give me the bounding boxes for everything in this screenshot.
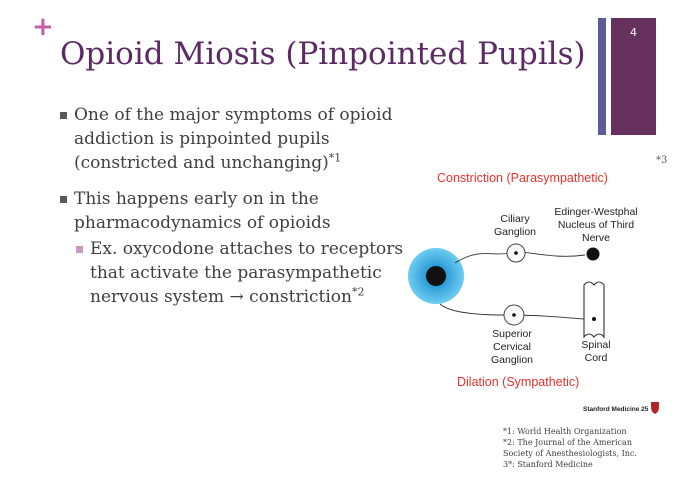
ew-label-1: Edinger-Westphal <box>554 206 637 218</box>
subbullet-text: Ex. oxycodone attaches to receptors that… <box>90 239 404 307</box>
subbullet-oxycodone: Ex. oxycodone attaches to receptors that… <box>76 237 410 309</box>
footnote-mark-1: *1 <box>328 151 342 165</box>
superior-label-3: Ganglion <box>491 354 533 366</box>
references-list: *1: World Health Organization *2: The Jo… <box>503 426 637 470</box>
accent-bar-thick <box>611 18 656 135</box>
arrow-right-icon: → <box>229 287 244 307</box>
page-number: 4 <box>630 26 637 39</box>
spinal-label-2: Cord <box>585 352 608 364</box>
ew-label-3: Nerve <box>582 232 610 244</box>
slide-title: Opioid Miosis (Pinpointed Pupils) <box>60 36 586 72</box>
spinal-cord-dot <box>592 317 596 321</box>
constriction-label: Constriction (Parasympathetic) <box>437 171 608 185</box>
stanford-credit: Stanford Medicine 25 <box>583 406 649 413</box>
subbullet-tail: constriction <box>243 287 352 307</box>
reference-2: *2: The Journal of the American <box>503 438 632 447</box>
pupil-pathway-diagram: Constriction (Parasympathetic) Ciliary G… <box>408 171 659 414</box>
ciliary-ganglion-dot <box>514 251 518 255</box>
ciliary-label-1: Ciliary <box>500 213 530 225</box>
plus-decoration: + <box>32 12 54 42</box>
slide-body: One of the major symptoms of opioid addi… <box>60 103 410 309</box>
ew-label-2: Nucleus of Third <box>558 219 634 231</box>
ciliary-label-2: Ganglion <box>494 226 536 238</box>
dilation-label: Dilation (Sympathetic) <box>457 375 579 389</box>
reference-4: 3*: Stanford Medicine <box>503 460 593 469</box>
bullet-pharmacodynamics: This happens early on in the pharmacodyn… <box>60 187 410 235</box>
accent-bar-thin <box>598 18 606 135</box>
eye-pupil <box>426 266 446 286</box>
reference-1: *1: World Health Organization <box>503 427 627 436</box>
spinal-label-1: Spinal <box>581 339 610 351</box>
reference-3: Society of Anesthesiologists, Inc. <box>503 449 637 458</box>
shield-icon <box>651 402 659 414</box>
ew-nucleus-node <box>586 247 600 261</box>
spinal-cord-shape <box>583 281 605 339</box>
superior-label-1: Superior <box>492 328 532 340</box>
superior-label-2: Cervical <box>493 341 531 353</box>
superior-cervical-dot <box>512 313 516 317</box>
bullet-pharmacodynamics-text: This happens early on in the pharmacodyn… <box>74 189 331 233</box>
diagram-ref-mark: *3 <box>656 155 668 166</box>
bullet-symptoms-text: One of the major symptoms of opioid addi… <box>74 105 393 173</box>
footnote-mark-2: *2 <box>351 285 365 299</box>
bullet-symptoms: One of the major symptoms of opioid addi… <box>60 103 410 175</box>
